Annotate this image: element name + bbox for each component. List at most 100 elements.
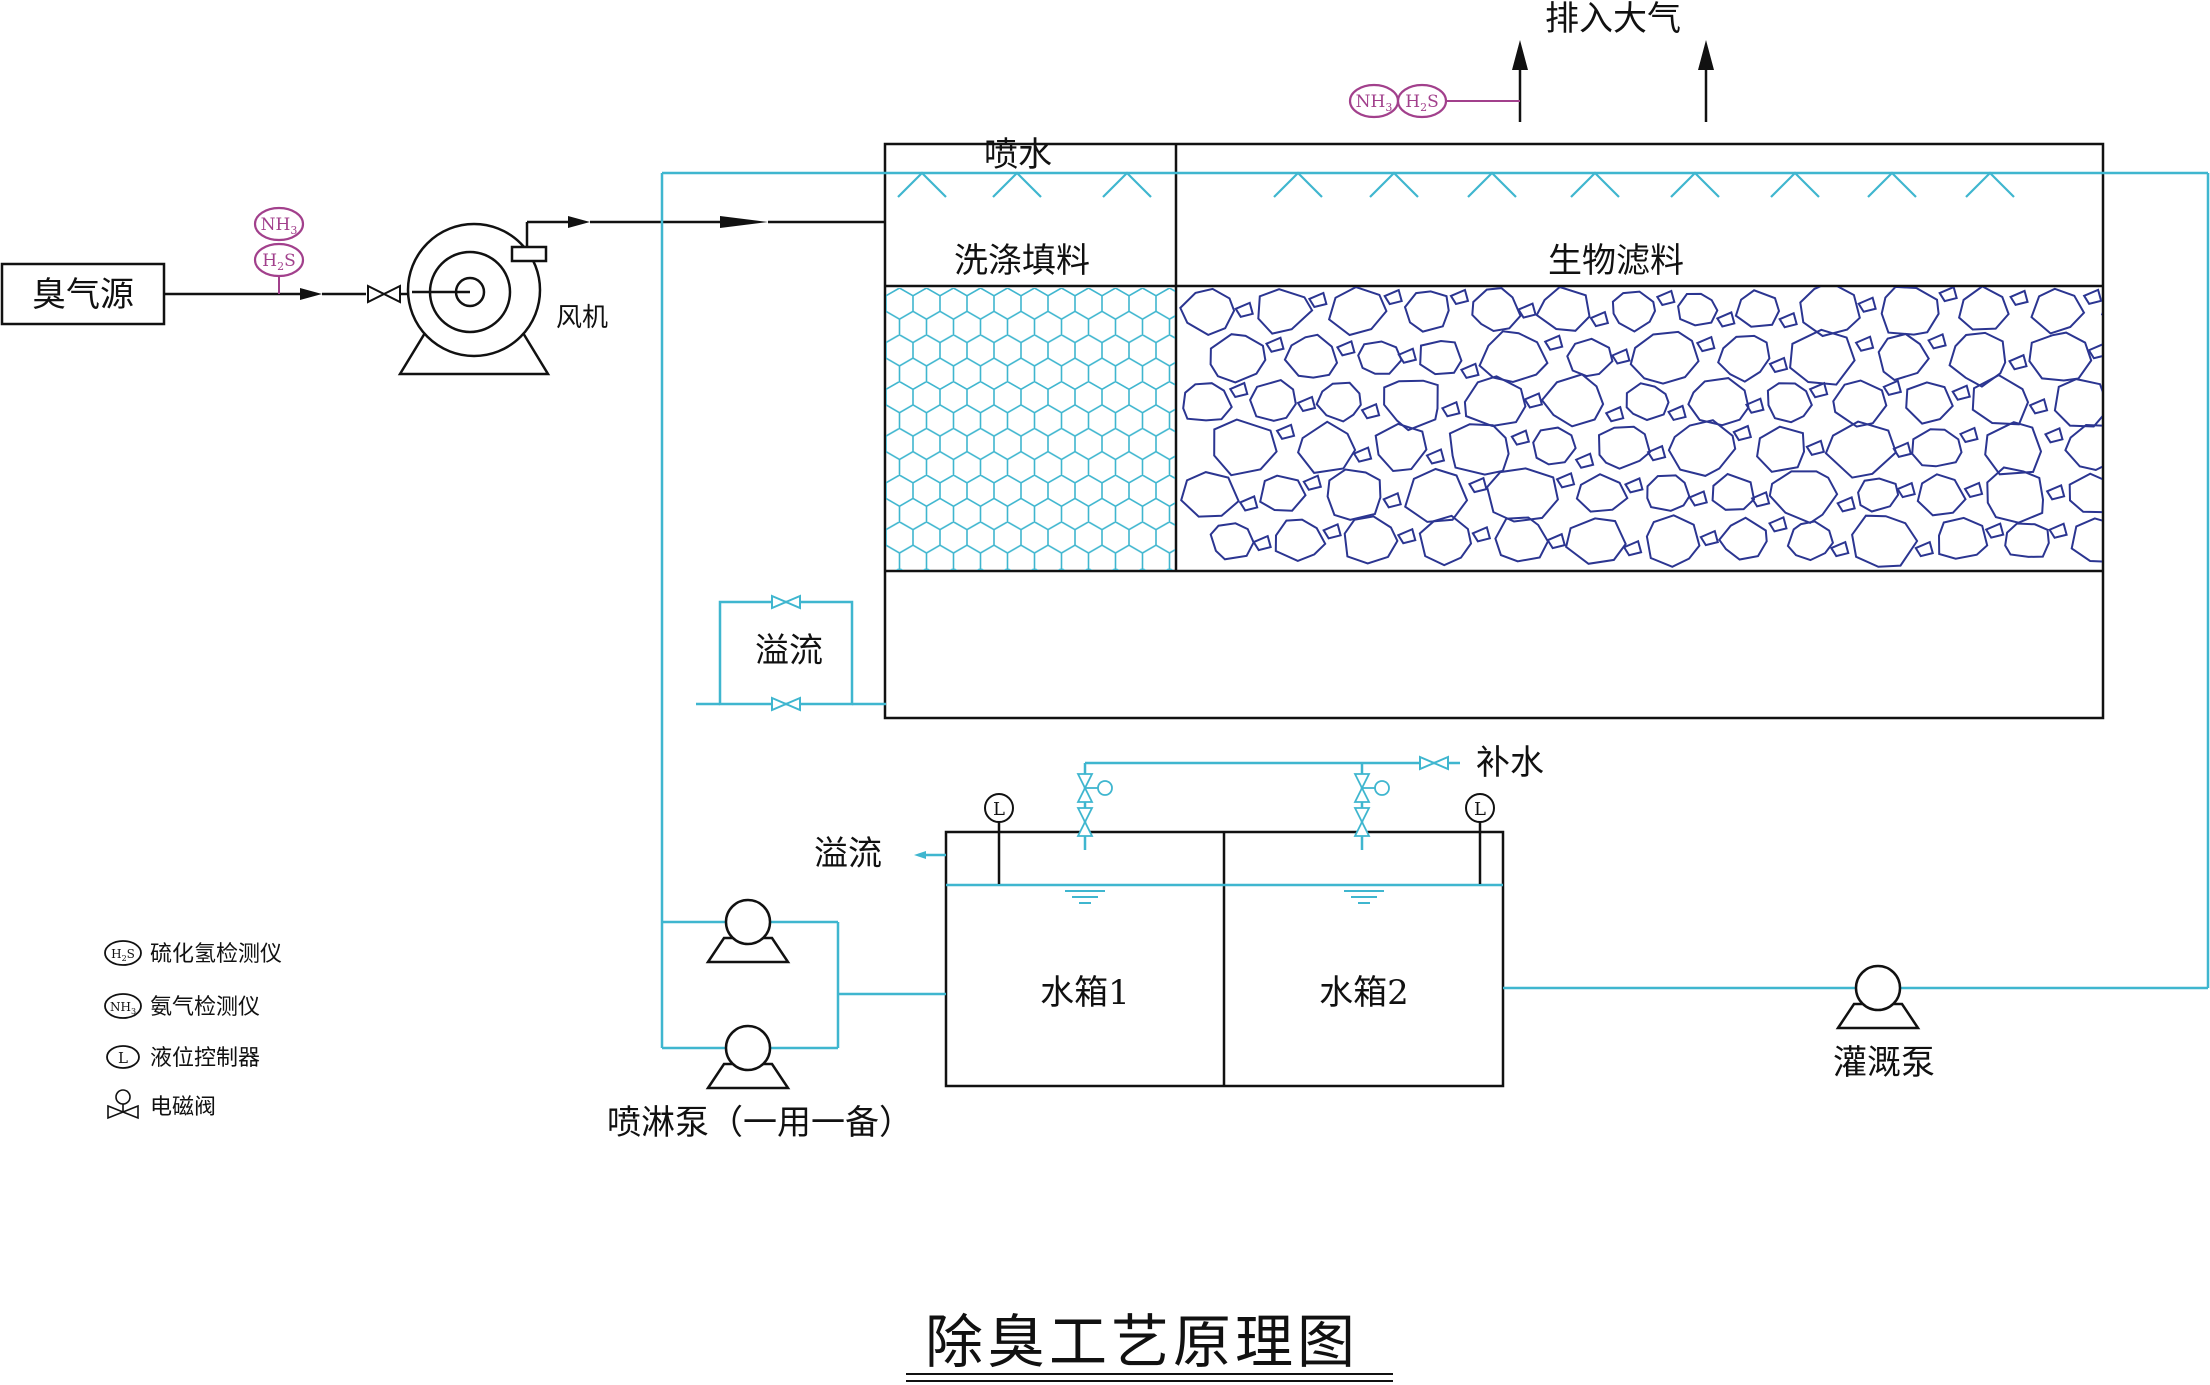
bio-media-stone <box>2028 331 2093 382</box>
reactor-vessel <box>883 142 2105 720</box>
bio-media-stone <box>1283 333 1339 379</box>
bio-media-stone <box>1564 517 1627 565</box>
bio-media-stone <box>1646 474 1691 512</box>
bio-media-chip <box>1555 471 1576 489</box>
bio-media-stone <box>1832 379 1888 428</box>
spray-pump-label: 喷淋泵（一用一备） <box>607 1103 913 1143</box>
solenoid-valve-1-icon[interactable] <box>1076 773 1113 803</box>
bio-filter-media <box>1179 287 2182 568</box>
bio-media-chip <box>1302 474 1323 491</box>
level-controller-1-icon[interactable]: L <box>984 793 1014 884</box>
bio-media-chip <box>2082 288 2102 305</box>
diagram-title: 除臭工艺原理图 <box>906 1308 1393 1382</box>
bio-media-stone <box>1625 382 1670 422</box>
bio-media-chip <box>1882 379 1903 397</box>
svg-text:NH3: NH3 <box>110 1000 136 1016</box>
bio-media-stone <box>1986 466 2045 524</box>
h2s-sensor-icon: H2S <box>104 940 142 966</box>
bio-media-stone <box>1677 292 1719 327</box>
bio-media-chip <box>1951 384 1971 401</box>
outlet-nh3-sensor-icon: NH3 <box>1348 83 1400 119</box>
inlet-nh3-sensor-icon: NH3 <box>253 206 305 242</box>
bio-media-stone <box>1645 514 1701 568</box>
title-text: 除臭工艺原理图 <box>925 1308 1359 1376</box>
bio-media-chip <box>1543 334 1564 351</box>
fan-inlet-valve-icon[interactable] <box>367 284 401 304</box>
bio-media-chip <box>1604 405 1625 423</box>
overflow-valve-bottom-icon[interactable] <box>771 696 801 712</box>
bio-media-chip <box>1927 333 1947 350</box>
bio-media-chip <box>1646 444 1667 462</box>
bio-media-chip <box>2165 308 2182 322</box>
overflow-box-label: 溢流 <box>755 631 823 671</box>
makeup-water-valve-icon[interactable] <box>1419 755 1449 771</box>
bio-media-chip <box>1360 402 1381 420</box>
spray-pump-1-icon[interactable] <box>705 898 791 964</box>
bio-media-stone <box>1213 418 1278 477</box>
fan-outlet-duct <box>527 216 886 228</box>
manual-valve-1-icon[interactable] <box>1076 807 1094 837</box>
tank-overflow-label: 溢流 <box>814 834 882 874</box>
exhaust-label: 排入大气 <box>1545 0 1681 39</box>
bio-media-chip <box>1589 310 1610 328</box>
bio-media-chip <box>1449 288 1470 306</box>
bio-media-chip <box>1622 539 1643 557</box>
spray-nozzle-icon <box>1273 171 1323 198</box>
spray-nozzle-icon <box>1369 171 1419 198</box>
svg-text:L: L <box>118 1049 128 1067</box>
bio-media-chip <box>1688 490 1708 507</box>
bio-media-stone <box>2064 423 2102 472</box>
bio-media-stone <box>1463 375 1527 428</box>
bio-media-stone <box>1629 330 1700 385</box>
bio-media-chip <box>1767 516 1788 533</box>
bio-media-chip <box>1546 532 1566 550</box>
bio-media-stone <box>1259 474 1307 512</box>
bio-media-chip <box>1228 381 1249 399</box>
bio-media-stone <box>1766 382 1813 424</box>
bio-media-stone <box>1734 289 1781 328</box>
bio-media-stone <box>1418 514 1473 567</box>
spray-nozzle-icon <box>1570 171 1620 198</box>
bio-media-stone <box>2107 335 2163 377</box>
bio-media-stone <box>1403 290 1450 333</box>
bio-media-stone <box>1857 477 1900 513</box>
solenoid-valve-2-icon[interactable] <box>1353 773 1390 803</box>
bio-media-chip <box>1397 347 1418 364</box>
bio-media-chip <box>1854 335 1875 352</box>
bio-media-stone <box>1357 340 1403 375</box>
svg-text:NH3: NH3 <box>1356 92 1393 114</box>
bio-media-stone <box>1383 379 1439 432</box>
bio-media-stone <box>1532 426 1577 466</box>
bio-media-chip <box>2008 353 2028 371</box>
fan-icon[interactable] <box>397 222 551 376</box>
bio-media-chip <box>1275 423 1296 440</box>
bio-media-chip <box>2087 343 2102 360</box>
bio-media-stone <box>1911 428 1963 468</box>
bio-media-stone <box>1404 467 1469 523</box>
spray-nozzle-icon <box>897 171 947 198</box>
bio-media-chip <box>1623 477 1644 494</box>
odor-source-label: 臭气源 <box>32 275 134 315</box>
bio-media-chip <box>1667 404 1687 422</box>
spray-nozzle-icon <box>1770 171 1820 198</box>
bio-media-stone <box>1540 373 1605 428</box>
manual-valve-2-icon[interactable] <box>1353 807 1371 837</box>
bio-media-stone <box>1687 377 1750 427</box>
bio-media-chip <box>2028 397 2049 415</box>
bio-media-stone <box>1419 339 1463 376</box>
spray-water-label: 喷水 <box>984 135 1052 175</box>
spray-pump-2-icon[interactable] <box>705 1024 791 1090</box>
bio-media-chip <box>2048 522 2068 539</box>
irrigation-pump-icon[interactable] <box>1835 964 1921 1030</box>
wash-packing-label: 洗涤填料 <box>954 241 1090 281</box>
svg-text:L: L <box>1474 799 1486 820</box>
bio-media-stone <box>1880 287 1940 336</box>
bio-media-chip <box>2009 289 2029 307</box>
bio-media-chip <box>1396 527 1417 545</box>
bio-media-stone <box>1905 381 1954 425</box>
level-controller-2-icon[interactable]: L <box>1465 793 1495 884</box>
overflow-valve-top-icon[interactable] <box>771 594 801 610</box>
bio-media-chip <box>1958 426 1979 444</box>
bio-media-stone <box>1343 515 1399 565</box>
bio-media-chip <box>2045 483 2066 501</box>
